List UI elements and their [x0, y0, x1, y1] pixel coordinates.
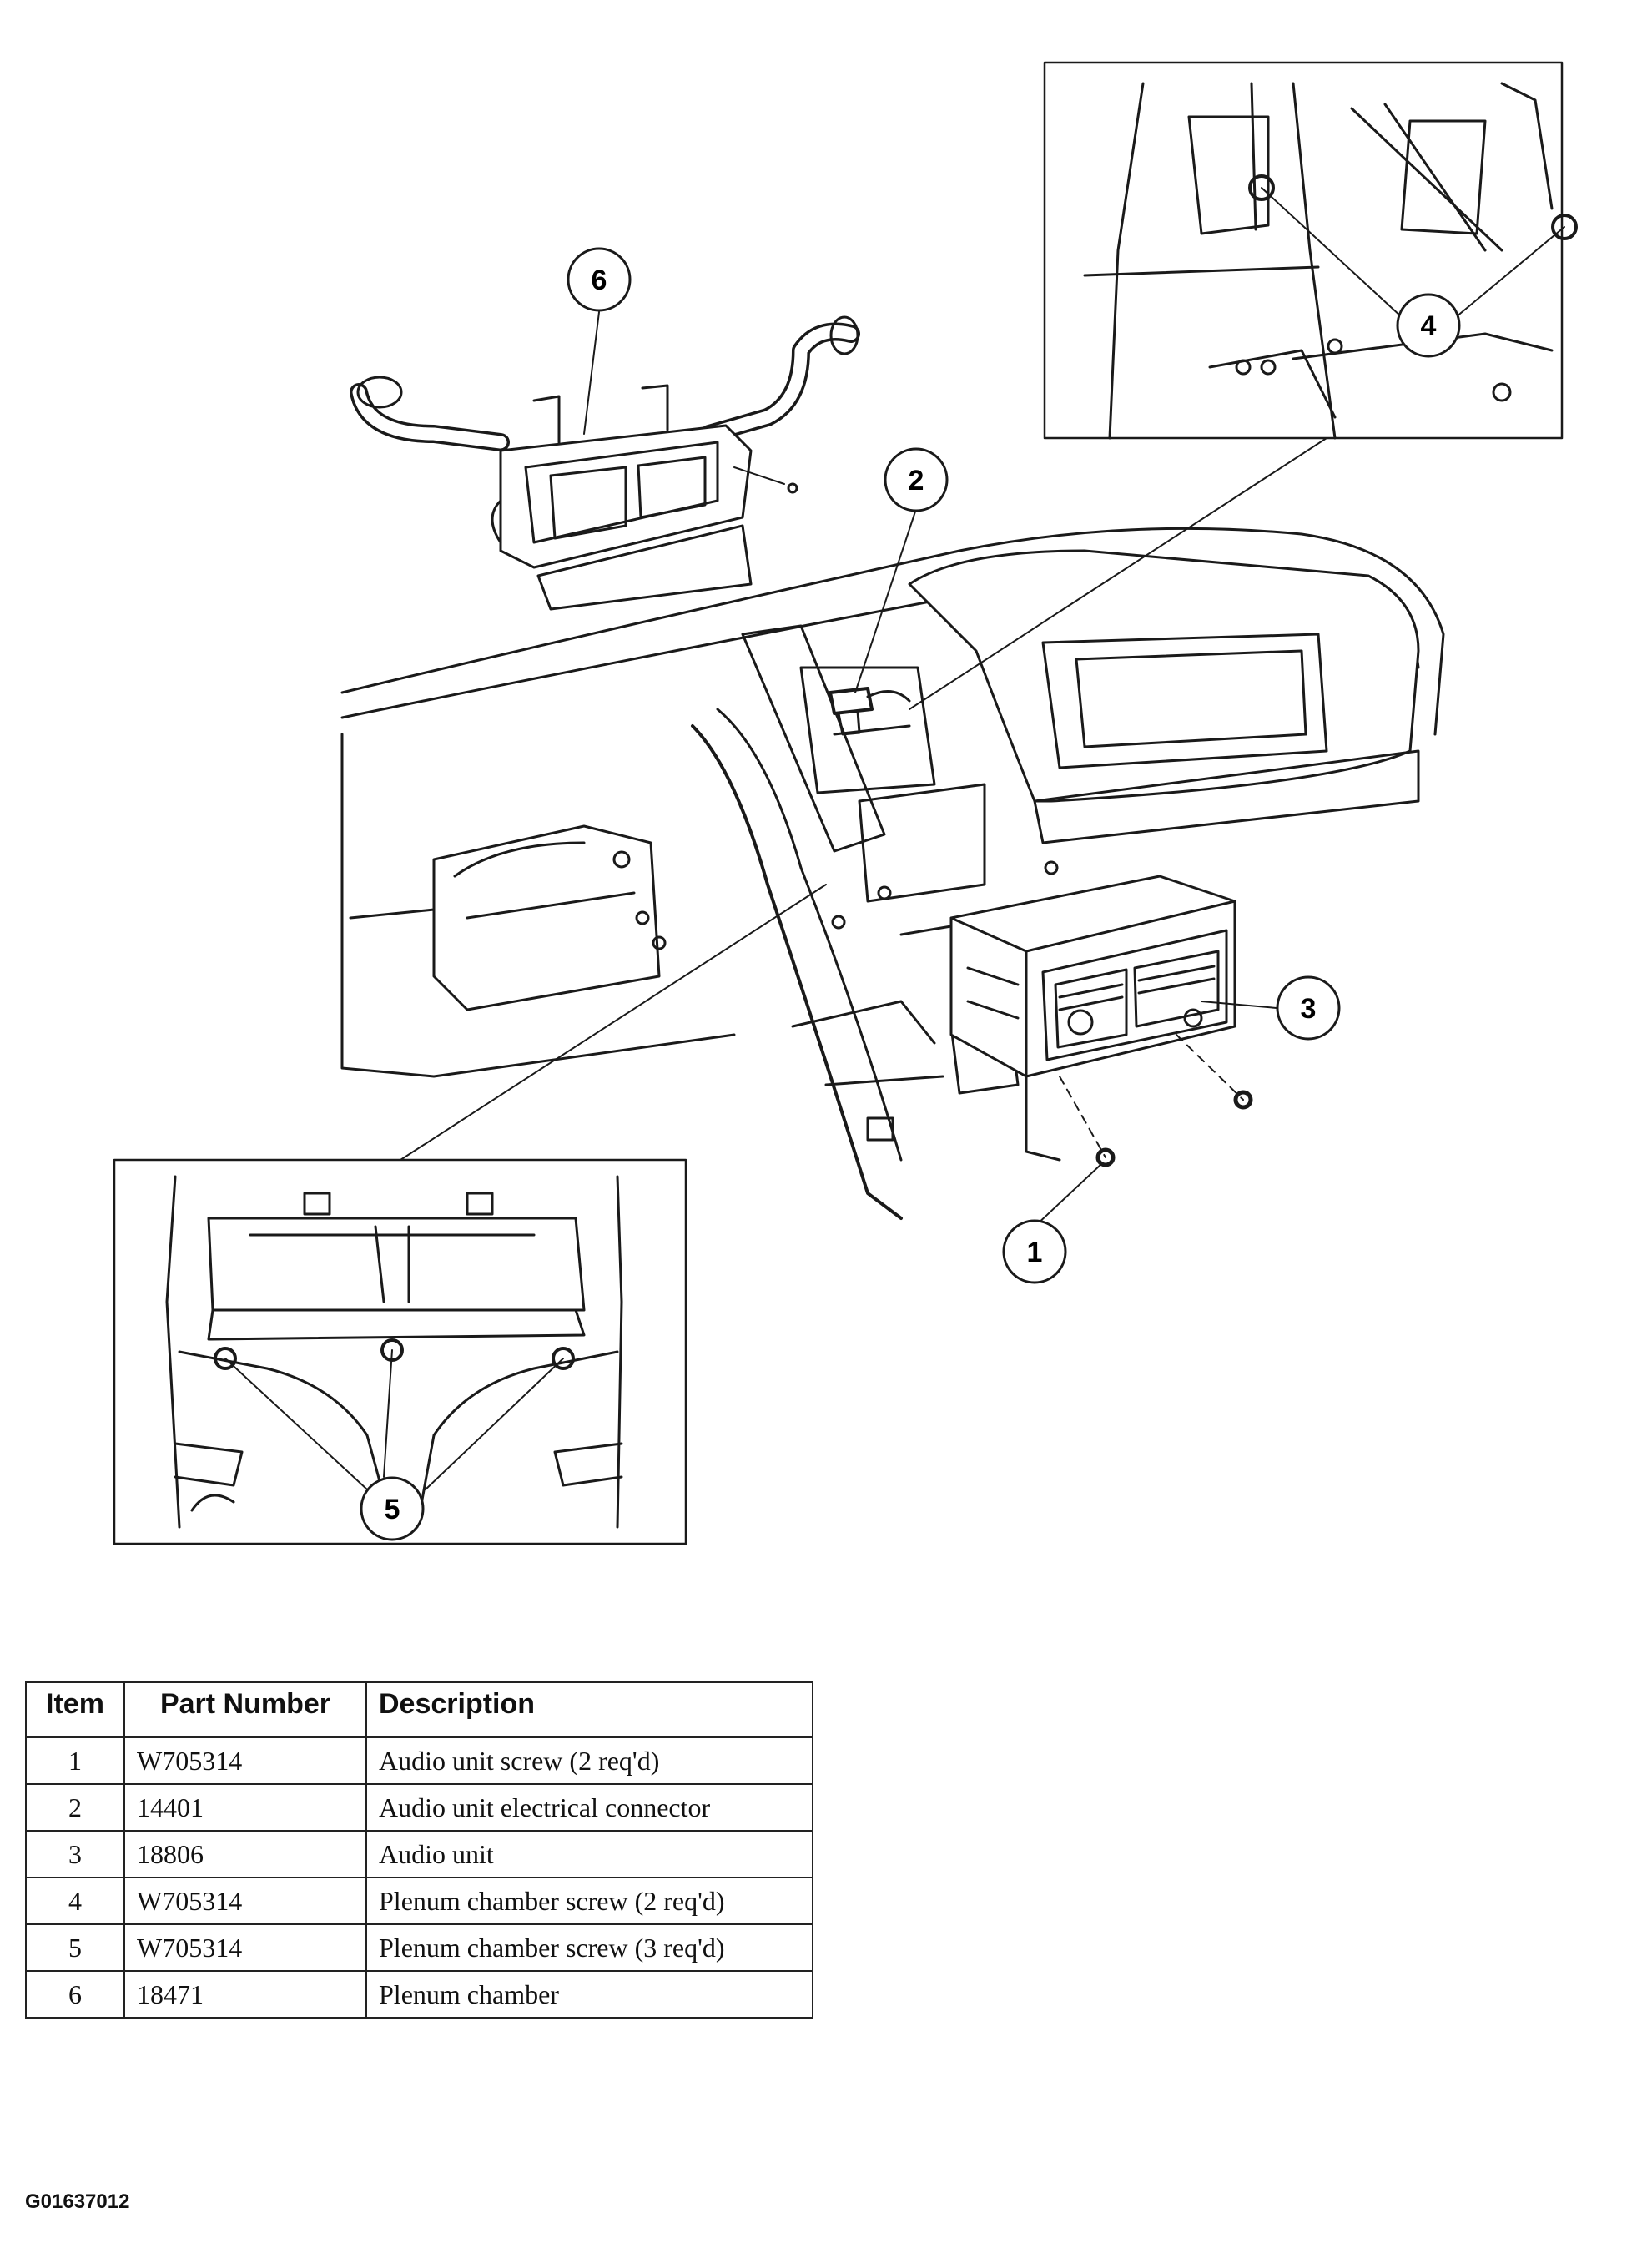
cell-description: Audio unit screw (2 req'd) — [365, 1736, 813, 1785]
svg-text:5: 5 — [385, 1494, 400, 1525]
cell-part-number: W705314 — [123, 1923, 367, 1972]
cell-part-number: W705314 — [123, 1877, 367, 1925]
callout-3: 3 — [1276, 975, 1341, 1041]
audio-unit-drawing — [949, 875, 1253, 1167]
cell-item: 4 — [25, 1877, 125, 1925]
instrument-panel-drawing — [340, 527, 1445, 1220]
table-row: 3 18806 Audio unit — [25, 1830, 813, 1878]
cell-description: Plenum chamber screw (2 req'd) — [365, 1877, 813, 1925]
table-row: 6 18471 Plenum chamber — [25, 1970, 813, 2019]
svg-text:3: 3 — [1301, 993, 1317, 1025]
cell-item: 1 — [25, 1736, 125, 1785]
table-row: 5 W705314 Plenum chamber screw (3 req'd) — [25, 1923, 813, 1972]
cell-item: 2 — [25, 1783, 125, 1832]
inset-plenum-upper — [1043, 61, 1578, 440]
figure-id: G01637012 — [25, 2190, 130, 2213]
header-description: Description — [365, 1681, 813, 1738]
cell-part-number: 18471 — [123, 1970, 367, 2019]
svg-text:2: 2 — [909, 465, 924, 496]
callout-2: 2 — [884, 447, 949, 512]
table-row: 1 W705314 Audio unit screw (2 req'd) — [25, 1736, 813, 1785]
table-header-row: Item Part Number Description — [25, 1681, 813, 1738]
cell-part-number: 18806 — [123, 1830, 367, 1878]
cell-part-number: W705314 — [123, 1736, 367, 1785]
parts-table: Item Part Number Description 1 W705314 A… — [25, 1681, 813, 2019]
cell-item: 3 — [25, 1830, 125, 1878]
table-row: 2 14401 Audio unit electrical connector — [25, 1783, 813, 1832]
callout-4: 4 — [1396, 293, 1461, 358]
header-part-number: Part Number — [123, 1681, 367, 1738]
cell-item: 6 — [25, 1970, 125, 2019]
cell-item: 5 — [25, 1923, 125, 1972]
svg-text:1: 1 — [1027, 1237, 1043, 1268]
header-item: Item — [25, 1681, 125, 1738]
cell-part-number: 14401 — [123, 1783, 367, 1832]
callout-1: 1 — [1002, 1219, 1067, 1284]
table-row: 4 W705314 Plenum chamber screw (2 req'd) — [25, 1877, 813, 1925]
cell-description: Plenum chamber — [365, 1970, 813, 2019]
svg-text:6: 6 — [592, 265, 607, 296]
plenum-chamber-drawing — [350, 315, 860, 611]
callout-6: 6 — [567, 247, 632, 312]
svg-text:4: 4 — [1421, 310, 1437, 342]
cell-description: Plenum chamber screw (3 req'd) — [365, 1923, 813, 1972]
exploded-view-diagram: 6 2 4 3 1 5 — [113, 61, 1578, 1545]
cell-description: Audio unit electrical connector — [365, 1783, 813, 1832]
callout-5: 5 — [360, 1476, 425, 1541]
cell-description: Audio unit — [365, 1830, 813, 1878]
